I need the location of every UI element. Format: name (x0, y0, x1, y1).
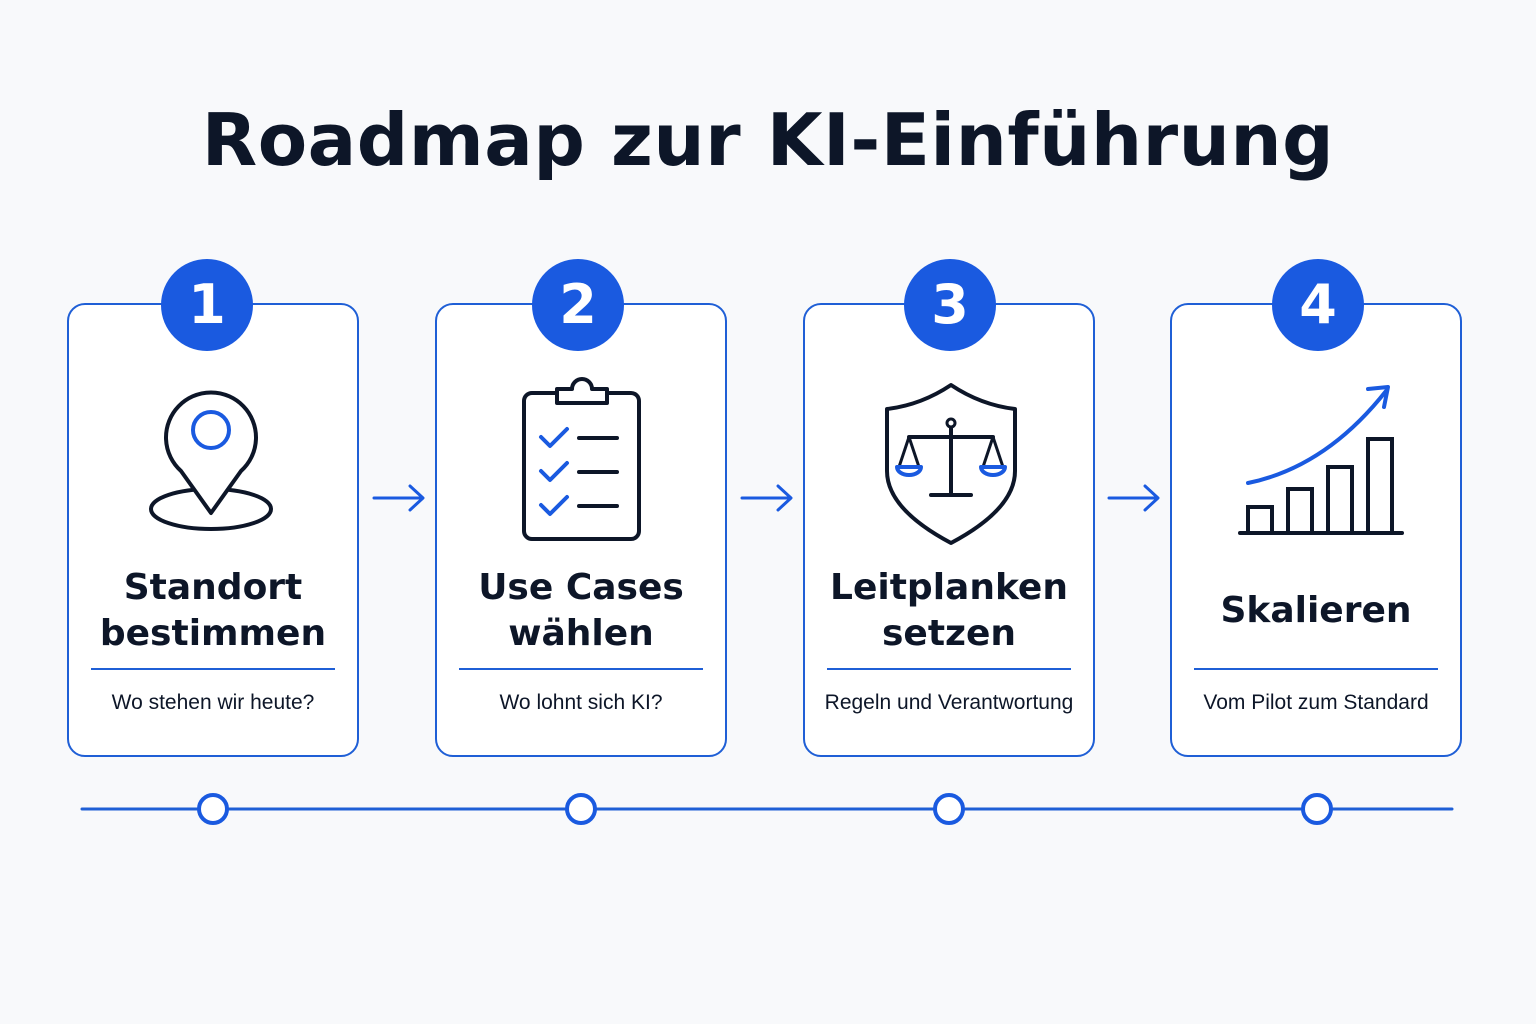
step-title-3-line1: Leitplanken (830, 567, 1068, 608)
timeline-node-1 (197, 793, 229, 825)
location-pin-icon (141, 379, 291, 539)
step-card-3: Leitplanken setzen Regeln und Verantwort… (803, 303, 1095, 757)
step-title-2-line2: wählen (508, 613, 654, 654)
timeline-node-3 (933, 793, 965, 825)
step-subtitle-1: Wo stehen wir heute? (111, 691, 315, 714)
step-divider-1 (91, 668, 335, 670)
step-title-1-line1: Standort (123, 567, 303, 608)
step-number-2: 2 (532, 259, 624, 351)
timeline-node-4 (1301, 793, 1333, 825)
step-number-1: 1 (161, 259, 253, 351)
step-card-4: Skalieren Vom Pilot zum Standard (1170, 303, 1462, 757)
step-divider-4 (1194, 668, 1438, 670)
growth-chart-icon (1236, 377, 1406, 539)
step-divider-2 (459, 668, 703, 670)
arrow-right-icon (740, 482, 794, 519)
step-number-4: 4 (1272, 259, 1364, 351)
page-title: Roadmap zur KI-Einführung (201, 98, 1335, 182)
step-subtitle-2: Wo lohnt sich KI? (499, 691, 663, 714)
step-number-3: 3 (904, 259, 996, 351)
arrow-right-icon (372, 482, 426, 519)
timeline (0, 780, 1536, 845)
step-divider-3 (827, 668, 1071, 670)
step-card-1: Standort bestimmen Wo stehen wir heute? (67, 303, 359, 757)
step-title-4: Skalieren (1220, 590, 1412, 631)
step-title-2-line1: Use Cases (478, 567, 684, 608)
step-card-2: Use Cases wählen Wo lohnt sich KI? (435, 303, 727, 757)
arrow-right-icon (1107, 482, 1161, 519)
clipboard-checklist-icon (517, 371, 647, 543)
step-subtitle-4: Vom Pilot zum Standard (1203, 691, 1429, 714)
timeline-node-2 (565, 793, 597, 825)
shield-scales-icon (881, 379, 1021, 549)
step-title-3-line2: setzen (881, 613, 1017, 654)
step-subtitle-3: Regeln und Verantwortung (824, 691, 1074, 714)
step-title-1-line2: bestimmen (99, 613, 327, 654)
